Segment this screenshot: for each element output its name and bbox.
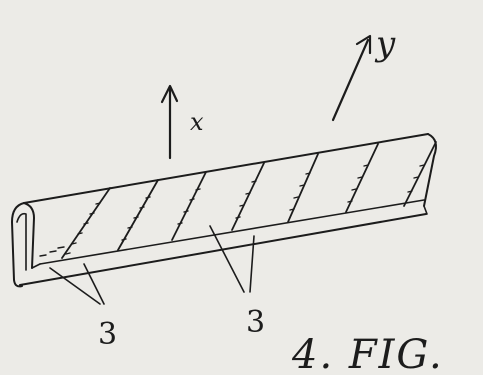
- y-axis-arrow: [331, 34, 372, 122]
- y-axis-label: y: [374, 24, 396, 64]
- reference-numeral-left: 3: [98, 317, 117, 352]
- x-axis-label: x: [190, 108, 204, 136]
- reference-numeral-right: 3: [246, 305, 265, 340]
- figure-label: 4. FIG.: [291, 332, 444, 375]
- hatch-marks: [39, 164, 425, 257]
- leader-lines-right: [209, 225, 255, 293]
- leader-lines-left: [49, 263, 105, 305]
- x-axis-arrow: [160, 84, 179, 160]
